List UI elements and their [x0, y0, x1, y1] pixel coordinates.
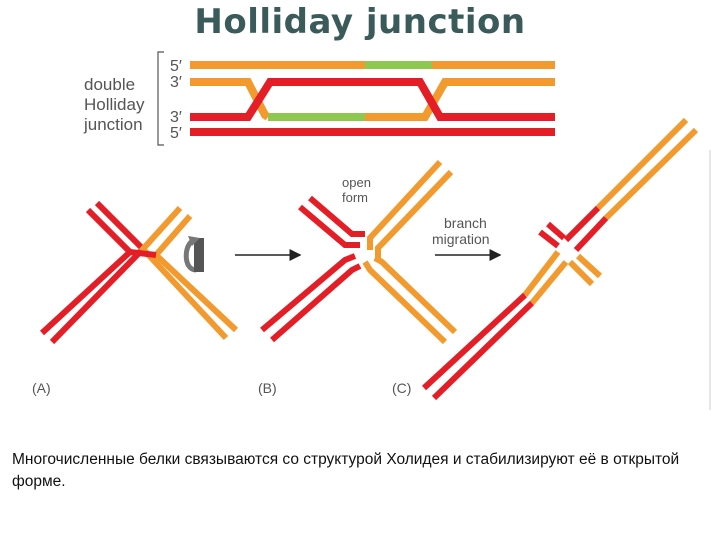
panel-c-red-short-2 [546, 221, 566, 241]
panel-c-orange-down-2 [529, 260, 569, 305]
open-form-label-line-2: form [342, 190, 368, 205]
panel-c-junction [421, 117, 699, 401]
panel-a-junction [39, 200, 239, 345]
panel-b-red-arm-2 [308, 195, 365, 237]
branch-migration-label-line-2: migration [432, 231, 490, 247]
panel-c-orange-up-2 [603, 127, 699, 221]
bracket [157, 51, 164, 146]
panel-b-orange-arm-3 [362, 260, 448, 345]
panel-b-red-arm-3 [260, 253, 357, 333]
panel-c-orange-short-1 [567, 259, 595, 287]
slide-title: Holliday junction [194, 2, 526, 42]
panel-a-label: (A) [32, 380, 51, 396]
end-labels: 5′ 3′ 3′ 5′ [170, 58, 182, 142]
panel-b-red-arm-4 [270, 263, 362, 343]
panel-a-cross-red [129, 249, 157, 258]
panel-b-red-arm-1 [298, 204, 360, 248]
panel-c-red-down-2 [431, 300, 535, 401]
panel-c-red-down-1 [421, 292, 528, 391]
rotation-arrow-icon [183, 236, 204, 273]
end-label-2: 3′ [170, 74, 182, 91]
panel-b-orange-arm-4 [373, 255, 458, 335]
caption: Многочисленные белки связываются со стру… [12, 451, 680, 490]
double-junction-label-line-1: double [84, 75, 135, 94]
panel-c-orange-up-1 [595, 117, 689, 211]
double-holliday-junction [190, 61, 555, 136]
open-form-label-line-1: open [342, 175, 371, 190]
double-junction-label-line-2: Holliday [84, 95, 145, 114]
panel-c-red-up-2 [573, 215, 609, 253]
panel-b-junction [260, 159, 458, 345]
branch-migration-label-line-1: branch [444, 215, 487, 231]
end-label-4: 5′ [170, 125, 182, 142]
end-label-3: 3′ [170, 109, 182, 126]
open-form-label: open form [342, 175, 371, 205]
panel-b-orange-arm-2 [375, 169, 454, 258]
panel-a-red-inner [49, 200, 148, 345]
end-label-1: 5′ [170, 58, 182, 75]
panel-c-label: (C) [392, 380, 411, 396]
branch-migration-label: branch migration [432, 215, 490, 247]
double-junction-label-line-3: junction [83, 115, 143, 134]
double-junction-label: double Holliday junction [83, 75, 145, 134]
strand-crossing-red [190, 78, 555, 121]
panel-c-red-up-1 [563, 205, 601, 243]
strand-crossing-orange-right [365, 78, 555, 121]
panel-a-orange-inner [138, 205, 229, 341]
panel-b-label: (B) [258, 380, 277, 396]
panel-c-orange-short-2 [575, 253, 603, 279]
panel-c-red-short-1 [538, 229, 560, 249]
panel-b-orange-arm-1 [367, 159, 443, 250]
panel-c-orange-down-1 [522, 250, 561, 297]
